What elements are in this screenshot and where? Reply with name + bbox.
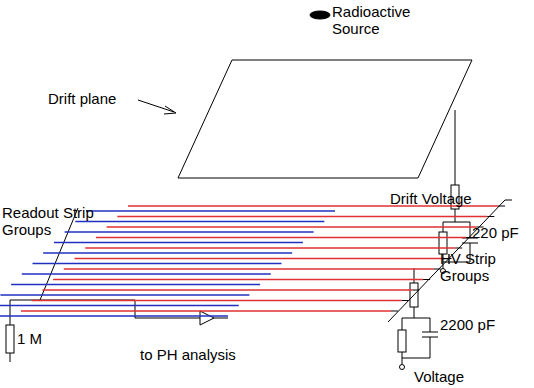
readout-strip [11, 284, 260, 285]
drift-plane [178, 60, 472, 178]
strip-link [391, 311, 398, 312]
hv-strip [64, 268, 434, 270]
strip-link [423, 279, 430, 280]
hv-strip [96, 237, 466, 239]
readout-strip [75, 221, 324, 222]
part-label: Readout Strip Groups [2, 204, 98, 238]
strip-link [498, 206, 505, 207]
hv-strip [107, 226, 477, 228]
signal-label: to PH analysis [140, 346, 280, 363]
component-value: 2200 pF [440, 316, 520, 333]
readout-strip [0, 305, 239, 306]
hv-strip [32, 300, 402, 302]
readout-strip [33, 263, 282, 264]
readout-strip [65, 231, 314, 232]
arrow-head [164, 106, 176, 114]
hv-strip [53, 279, 423, 281]
hv-bus [505, 200, 512, 201]
strip-link [455, 248, 462, 249]
hv-strip [85, 247, 455, 249]
readout-strip [22, 273, 271, 274]
part-label: HV Strip Groups [440, 250, 520, 284]
hv-strip [117, 216, 487, 218]
radioactive-source [310, 11, 330, 19]
leader-line [138, 100, 174, 112]
source-label: Radioactive Source [332, 3, 424, 37]
readout-strip [43, 252, 292, 253]
component-value: 220 pF [472, 224, 530, 241]
readout-strip [0, 315, 228, 316]
strip-link [402, 300, 409, 301]
readout-strip [0, 294, 249, 295]
strip-link [487, 216, 494, 217]
hv-strip [21, 310, 391, 312]
part-label: Drift Voltage [390, 190, 530, 207]
readout-strip [54, 242, 303, 243]
part-label: Drift plane [48, 90, 148, 107]
hv-strip [75, 258, 445, 260]
hv-strip [42, 289, 412, 291]
readout-strip [86, 210, 335, 211]
hv-voltage-circuit [398, 268, 438, 370]
component-value: 1 M [17, 330, 57, 347]
strip-link [466, 237, 473, 238]
strip-link [412, 290, 419, 291]
strip-link [434, 269, 441, 270]
signal-label: Voltage [414, 368, 494, 385]
